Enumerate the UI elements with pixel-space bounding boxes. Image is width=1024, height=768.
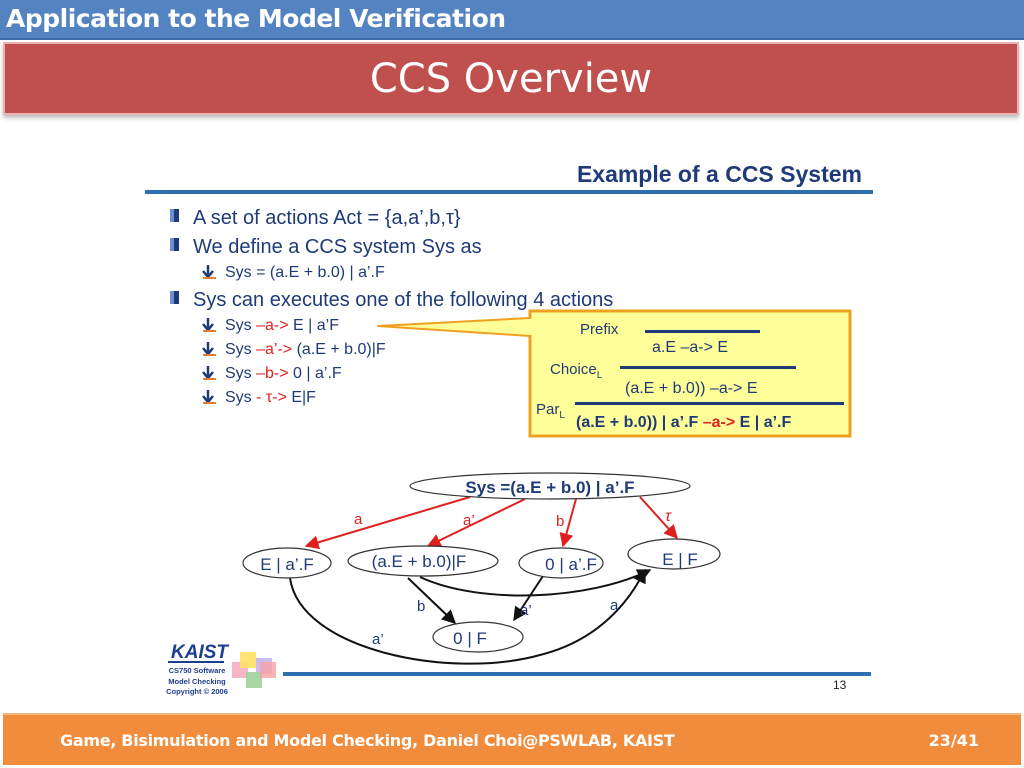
par-rule-line xyxy=(575,402,844,405)
choice-label: ChoiceL xyxy=(550,361,603,381)
svg-text:Model Checking: Model Checking xyxy=(168,677,226,686)
edge-labels: a a’ b τ b a’ a a’ xyxy=(354,508,672,648)
arrow-down-icon xyxy=(202,390,214,404)
svg-text:E | a’.F: E | a’.F xyxy=(260,555,314,574)
section-header-bar: Application to the Model Verification xyxy=(0,0,1024,40)
svg-text:Sys –a’-> (a.E + b.0)|F: Sys –a’-> (a.E + b.0)|F xyxy=(225,341,386,358)
prefix-rule-line xyxy=(645,330,760,333)
edge-label: b xyxy=(417,598,425,615)
sys-definition: Sys = (a.E + b.0) | a’.F xyxy=(225,264,385,281)
edge-a-red xyxy=(304,496,471,550)
edge-label: b xyxy=(556,513,564,530)
node-ae-b0-f: (a.E + b.0)|F xyxy=(347,545,499,577)
arrow-down-icon xyxy=(202,318,214,332)
arrow-down-icon xyxy=(202,265,214,279)
choice-rule: (a.E + b.0)) –a-> E xyxy=(625,380,758,397)
section-title: Application to the Model Verification xyxy=(6,4,506,33)
edge-label: τ xyxy=(665,508,672,525)
callout-pointer xyxy=(377,317,531,337)
svg-text:Copyright © 2006: Copyright © 2006 xyxy=(166,687,228,696)
svg-text:Sys - τ-> E|F: Sys - τ-> E|F xyxy=(225,389,316,406)
action-item-3: Sys –b-> 0 | a’.F xyxy=(202,365,342,382)
graph-nodes: Sys =(a.E + b.0) | a’.F E | a’.F (a.E + … xyxy=(242,472,721,653)
action-item-1: Sys –a-> E | a’F xyxy=(202,317,339,334)
footer-text: Game, Bisimulation and Model Checking, D… xyxy=(60,731,675,750)
edge-a-prime-black xyxy=(513,575,544,622)
slide-title-bar: CCS Overview xyxy=(3,42,1019,115)
node-e-f: E | F xyxy=(627,538,721,570)
root-node: Sys =(a.E + b.0) | a’.F xyxy=(409,472,691,500)
prefix-rule: a.E –a-> E xyxy=(652,339,728,356)
action-item-4: Sys - τ-> E|F xyxy=(202,389,316,406)
edge-label: a xyxy=(354,511,363,528)
footer-page-number: 23/41 xyxy=(928,731,979,750)
edge-a-prime-red xyxy=(426,498,526,547)
sub-bullet-definition: Sys = (a.E + b.0) | a’.F xyxy=(202,264,385,281)
heading-rule xyxy=(145,190,873,194)
node-0-f: 0 | F xyxy=(432,621,524,653)
svg-text:Sys –a-> E | a’F: Sys –a-> E | a’F xyxy=(225,317,339,334)
callout-derivation: Prefix a.E –a-> E ChoiceL (a.E + b.0)) –… xyxy=(377,309,852,438)
footer-bar: Game, Bisimulation and Model Checking, D… xyxy=(3,713,1021,765)
edge-label: a’ xyxy=(372,631,384,648)
choice-rule-line xyxy=(620,366,796,369)
edge-b-red xyxy=(559,498,577,548)
figure-heading: Example of a CCS System xyxy=(577,161,862,187)
bullet-square-icon xyxy=(170,238,179,251)
edge-a-curve xyxy=(419,569,652,597)
node-e-a-prime-f: E | a’.F xyxy=(242,547,332,579)
edge-label: a’ xyxy=(463,512,475,529)
color-squares-icon xyxy=(232,652,276,688)
edge-b-black xyxy=(407,577,457,624)
par-label: ParL xyxy=(536,401,565,421)
edge-tau-red xyxy=(639,496,678,540)
bottom-rule xyxy=(283,672,871,676)
bullet-3: Sys can executes one of the following 4 … xyxy=(170,289,613,311)
graph-edges xyxy=(289,496,678,665)
arrow-down-icon xyxy=(202,366,214,380)
par-rule: (a.E + b.0)) | a’.F –a-> E | a’.F xyxy=(576,414,791,431)
bullet-text: Sys can executes one of the following 4 … xyxy=(193,289,613,311)
prefix-label: Prefix xyxy=(580,321,619,338)
svg-text:Sys –b-> 0 | a’.F: Sys –b-> 0 | a’.F xyxy=(225,365,342,382)
svg-text:0 | F: 0 | F xyxy=(453,629,487,648)
node-0-a-prime-f: 0 | a’.F xyxy=(518,547,604,579)
svg-text:Sys =(a.E + b.0) | a’.F: Sys =(a.E + b.0) | a’.F xyxy=(465,478,634,497)
bullet-square-icon xyxy=(170,291,179,304)
action-item-2: Sys –a’-> (a.E + b.0)|F xyxy=(202,341,386,358)
svg-text:CS750 Software: CS750 Software xyxy=(169,666,226,675)
figure-page-number: 13 xyxy=(833,678,847,692)
kaist-logo: KAIST CS750 Software Model Checking Copy… xyxy=(166,642,276,696)
kaist-wordmark: KAIST xyxy=(171,642,229,663)
edge-a-prime-curve xyxy=(289,568,646,665)
bullet-text: A set of actions Act = {a,a’,b,τ} xyxy=(193,207,461,229)
bullet-2: We define a CCS system Sys as xyxy=(170,236,482,258)
edge-label: a xyxy=(610,597,619,614)
svg-text:E | F: E | F xyxy=(662,550,698,569)
edge-label: a’ xyxy=(520,602,532,619)
bullet-text: We define a CCS system Sys as xyxy=(193,236,482,258)
bullet-1: A set of actions Act = {a,a’,b,τ} xyxy=(170,207,461,229)
svg-text:0 | a’.F: 0 | a’.F xyxy=(545,555,597,574)
svg-text:(a.E + b.0)|F: (a.E + b.0)|F xyxy=(372,552,467,571)
slide-title: CCS Overview xyxy=(369,56,653,102)
bullet-square-icon xyxy=(170,209,179,222)
arrow-down-icon xyxy=(202,342,214,356)
